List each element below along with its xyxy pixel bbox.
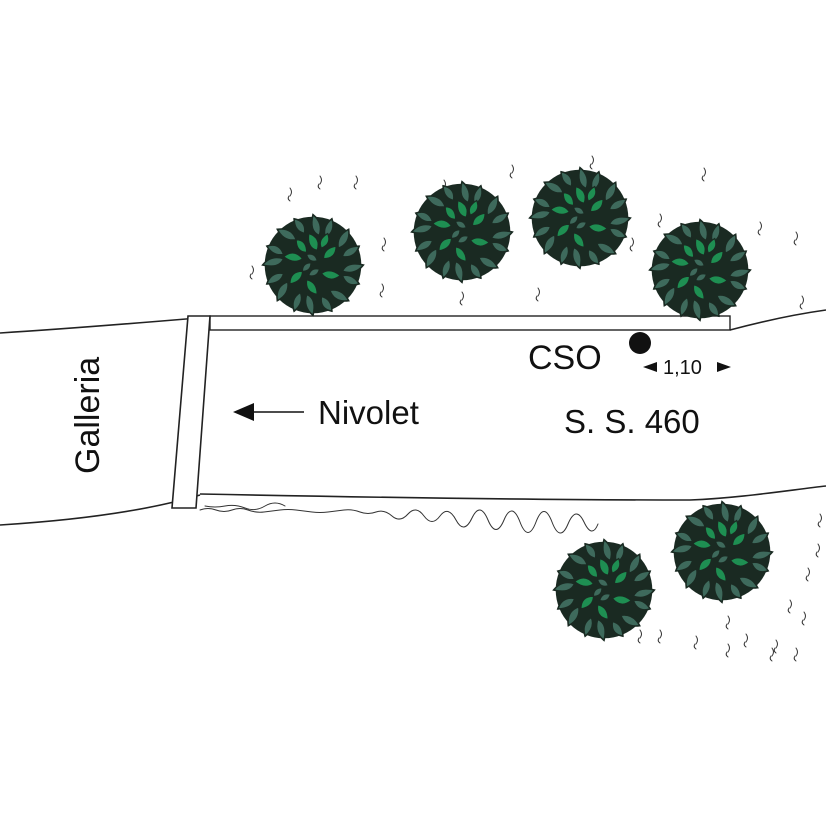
tunnel-portal: [171, 315, 211, 509]
station-marker-icon: [629, 332, 651, 354]
bush-icon: [552, 538, 656, 642]
bush-icon: [261, 213, 365, 317]
bush-icon: [670, 500, 774, 604]
bush-icon: [410, 180, 514, 284]
distance-arrows: [643, 362, 731, 372]
road-shoulder: [209, 315, 731, 331]
road-label: S. S. 460: [564, 403, 700, 440]
direction-label: Nivolet: [318, 394, 419, 431]
distance-label: 1,10: [663, 357, 702, 379]
bush-icon: [528, 166, 632, 270]
ground-edge: [199, 508, 599, 534]
tunnel-label: Galleria: [69, 357, 107, 474]
bush-icon: [648, 218, 752, 322]
station-label: CSO: [528, 339, 602, 377]
direction-arrow-icon: [233, 403, 304, 421]
